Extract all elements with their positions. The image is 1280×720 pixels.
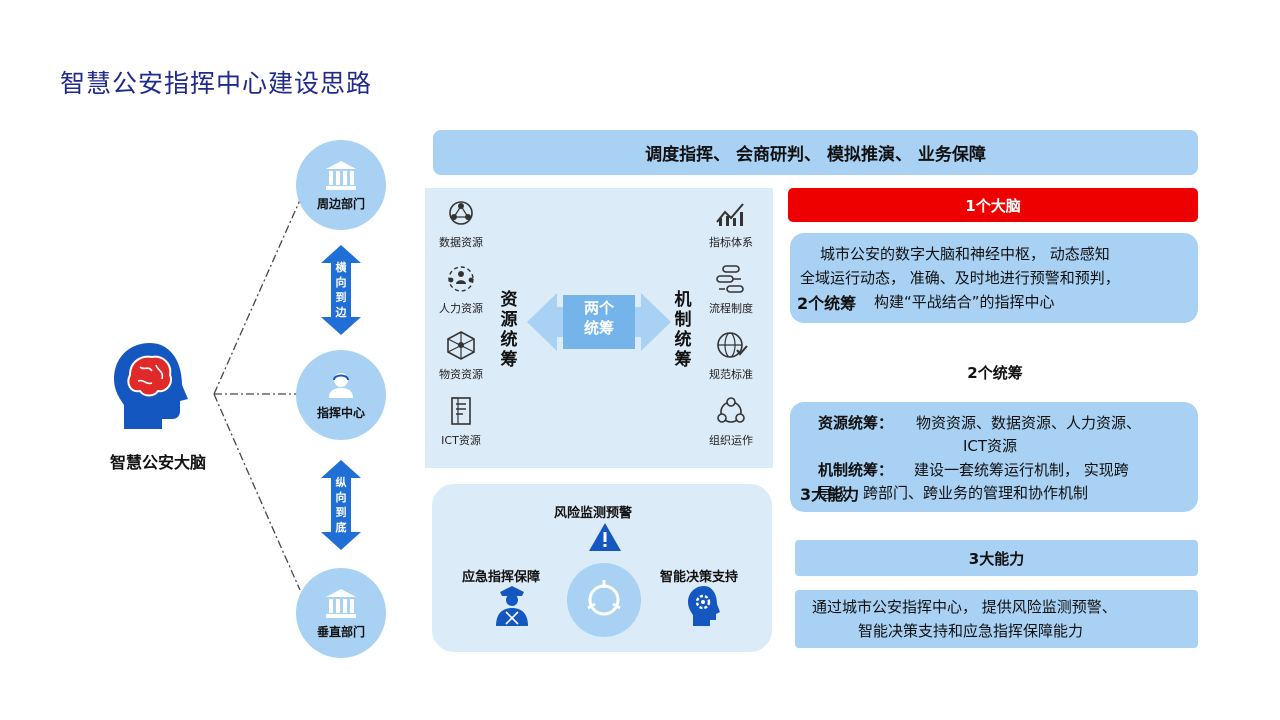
res-ict: ICT资源 <box>421 396 501 448</box>
resource-coord-title: 资 源 统 筹 <box>497 290 521 370</box>
res-title-char-1: 资 <box>500 290 518 310</box>
mechanism-coord-title: 机 制 统 筹 <box>671 290 695 370</box>
cap-desc-line-2: 智能决策支持和应急指挥保障能力 <box>858 622 1084 640</box>
hub-circle-icon <box>567 563 641 637</box>
two-coord-heading: 2个统筹 <box>967 364 1023 382</box>
arrow-h-char-3: 到 <box>335 291 347 304</box>
arrow-v-char-4: 底 <box>335 521 347 534</box>
connector-lines <box>213 199 301 591</box>
chart-line-icon <box>716 203 744 226</box>
police-officer-icon <box>496 586 528 626</box>
coord-mech-text: 建设一套统筹运行机制， 实现跨 <box>914 461 1129 479</box>
operator-icon <box>329 372 353 398</box>
document-icon <box>451 397 471 425</box>
node-middle-label: 指挥中心 <box>316 405 365 420</box>
coord-mech-label: 机制统筹： <box>818 461 894 479</box>
people-icon <box>448 266 474 292</box>
brain-desc-line-2: 全域运行动态， 准确、及时地进行预警和预判， <box>800 269 1120 287</box>
res-title-char-2: 源 <box>500 310 518 330</box>
function-banner: 调度指挥、 会商研判、 模拟推演、 业务保障 <box>433 130 1198 175</box>
page-title: 智慧公安指挥中心建设思路 <box>60 69 373 98</box>
coordination-box <box>790 402 1198 512</box>
arrow-h-char-1: 横 <box>335 261 347 274</box>
double-arrow-horizontal-icon <box>527 293 671 351</box>
res-material: 物资资源 <box>421 330 501 382</box>
coord-res-text: 物资资源、数据资源、人力资源、 <box>916 414 1142 432</box>
coord-mech-text-2: 层级、跨部门、跨业务的管理和协作机制 <box>818 484 1089 502</box>
brain-label: 智慧公安大脑 <box>109 453 206 472</box>
mech-org-label: 组织运作 <box>709 434 753 447</box>
res-human: 人力资源 <box>421 264 501 316</box>
res-title-char-4: 筹 <box>500 350 518 370</box>
flow-icon <box>716 265 744 293</box>
building-icon <box>326 160 356 190</box>
mech-title-char-1: 机 <box>674 290 692 310</box>
res-data: 数据资源 <box>421 198 501 250</box>
mech-title-char-3: 统 <box>674 330 692 350</box>
arrow-v-char-2: 向 <box>335 491 347 504</box>
brain-description-box <box>790 233 1198 323</box>
res-ict-label: ICT资源 <box>441 434 481 447</box>
overlap-label-coord: 2个统筹 <box>797 294 857 313</box>
building-icon <box>326 588 356 618</box>
vertical-arrow: 纵 向 到 底 <box>321 460 361 550</box>
brain-desc-line-1: 城市公安的数字大脑和神经中枢， 动态感知 <box>820 245 1110 263</box>
arrow-h-char-2: 向 <box>335 276 347 289</box>
cap-desc-line-1: 通过城市公安指挥中心， 提供风险监测预警、 <box>812 598 1117 616</box>
arrow-h-char-4: 边 <box>335 306 347 319</box>
res-data-label: 数据资源 <box>439 236 483 249</box>
node-bottom-circle: 垂直部门 <box>296 568 386 658</box>
three-capabilities-bar: 3大能力 <box>795 540 1198 576</box>
overlap-label-capability: 3大能力 <box>800 485 860 504</box>
mesh-icon <box>447 331 475 360</box>
mech-indicator-label: 指标体系 <box>709 236 753 249</box>
cap-emergency-label: 应急指挥保障 <box>462 570 541 585</box>
mech-title-char-4: 筹 <box>674 350 692 370</box>
capabilities-panel: 风险监测预警 应急指挥保障 智能决策支持 <box>432 484 772 652</box>
cap-risk-label: 风险监测预警 <box>554 506 633 521</box>
double-arrow-icon <box>321 460 361 550</box>
globe-check-icon <box>717 332 748 358</box>
node-bottom-label: 垂直部门 <box>316 624 365 639</box>
ai-head-gear-icon <box>688 586 720 626</box>
capability-description-box <box>795 590 1198 648</box>
res-human-label: 人力资源 <box>439 302 483 315</box>
node-middle-circle: 指挥中心 <box>296 350 386 440</box>
center-label-line-1: 两个 <box>583 299 614 317</box>
center-label-line-2: 统筹 <box>583 319 614 337</box>
arrow-v-char-1: 纵 <box>335 476 347 489</box>
data-network-icon <box>449 201 473 225</box>
one-brain-bar: 1个大脑 <box>788 188 1198 222</box>
coord-res-text-2: ICT资源 <box>963 437 1018 455</box>
arrow-v-char-3: 到 <box>335 506 347 519</box>
mech-indicator: 指标体系 <box>691 198 771 250</box>
node-top-label: 周边部门 <box>316 196 365 211</box>
double-arrow-icon <box>321 245 361 335</box>
cycle-nodes-icon <box>717 397 745 423</box>
res-title-char-3: 统 <box>500 330 518 350</box>
mech-process: 流程制度 <box>691 264 771 316</box>
brain-head-icon <box>100 335 220 485</box>
mech-process-label: 流程制度 <box>709 302 753 315</box>
warning-icon <box>589 523 621 551</box>
horizontal-arrow: 横 向 到 边 <box>321 245 361 335</box>
mech-title-char-2: 制 <box>674 310 692 330</box>
coord-res-label: 资源统筹： <box>818 414 894 432</box>
mech-standard-label: 规范标准 <box>709 368 753 381</box>
coordination-panel: 数据资源 人力资源 物资资源 ICT资源 指标体系 <box>425 188 773 468</box>
res-material-label: 物资资源 <box>439 368 483 381</box>
brain-desc-line-3: 构建“平战结合”的指挥中心 <box>874 293 1055 311</box>
mech-org: 组织运作 <box>691 396 771 448</box>
center-label: 两个 统筹 <box>563 298 635 338</box>
node-top-circle: 周边部门 <box>296 140 386 230</box>
mech-standard: 规范标准 <box>691 330 771 382</box>
cap-decision-label: 智能决策支持 <box>660 570 739 585</box>
